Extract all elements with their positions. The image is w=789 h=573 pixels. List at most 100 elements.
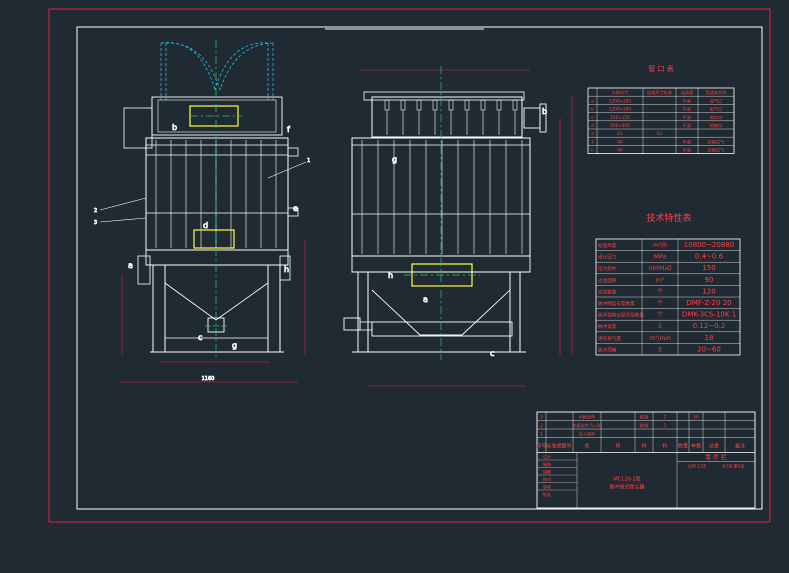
front-hopper-cone xyxy=(164,282,269,321)
side-outlet-b xyxy=(523,107,541,129)
tech-table-param: 处理风量 xyxy=(598,242,617,249)
parts-header-cell: 数量 xyxy=(678,443,688,450)
tech-table-value: 10800~20880 xyxy=(684,241,734,249)
side-callout-a: a xyxy=(423,295,428,304)
sign-row-label: 设计 xyxy=(543,454,551,460)
parts-header-cell: 序号 xyxy=(536,443,546,450)
nozzle-table-cell: 用途或名称 xyxy=(706,89,727,96)
nozzle-table-cell: h xyxy=(591,148,594,153)
tech-table-value: 18 xyxy=(705,334,714,342)
tech-table-value: 90 xyxy=(705,276,714,284)
parts-row-cell: 50 xyxy=(693,415,699,420)
front-side-box xyxy=(123,107,153,149)
side-screw-conveyor xyxy=(371,321,513,337)
nozzle-table-cell: 500×400 xyxy=(610,123,630,128)
side-callout-b: b xyxy=(542,107,547,116)
front-pipe-e xyxy=(287,207,299,217)
side-callout-g: g xyxy=(392,155,397,164)
parts-header-cell: 总重 xyxy=(709,443,719,450)
front-callout-g: g xyxy=(232,341,237,350)
parts-row-cell: 1 xyxy=(540,432,543,437)
tech-table-value: DMK-3CS-10K 1 xyxy=(682,311,736,319)
nozzle-table-cell: d xyxy=(591,123,594,128)
tech-table-value: 0.4~0.6 xyxy=(695,253,724,261)
front-callout-d: d xyxy=(203,221,208,230)
side-valve xyxy=(480,99,486,111)
nozzle-table-cell: c xyxy=(591,115,594,120)
tech-table-value: 0.12~0.2 xyxy=(693,322,726,330)
side-callout-h: h xyxy=(388,271,393,280)
side-valve xyxy=(416,99,422,111)
nozzle-table-cell: e xyxy=(591,131,594,136)
side-hopper-top xyxy=(351,255,531,273)
parts-header-cell: 料 xyxy=(662,443,667,450)
front-access-door-d xyxy=(193,229,235,249)
tech-table-unit: m³/h xyxy=(653,242,667,249)
tech-table-value: 150 xyxy=(702,264,715,272)
parts-header-cell: 名 xyxy=(584,443,589,450)
sign-row-label: 校对 xyxy=(543,476,551,482)
parts-row-cell: 1 xyxy=(664,423,667,428)
front-callout-f: f xyxy=(287,125,290,134)
side-valve xyxy=(464,99,470,111)
compressed-air-duct-left xyxy=(160,42,221,100)
tech-table-value: 120 xyxy=(702,287,715,295)
sign-row-label: 审核 xyxy=(543,484,551,490)
tech-table-value: 20~60 xyxy=(697,345,721,353)
nozzle-table-cell: 卸灰口 xyxy=(710,114,723,121)
tech-table-param: 清灰耗气量 xyxy=(598,335,621,342)
nozzle-table-cell: 1200×300 xyxy=(609,98,631,103)
nozzle-table-cell: 公称尺寸 xyxy=(612,89,629,96)
tech-table-unit: 个 xyxy=(657,312,663,319)
side-top-cover xyxy=(371,96,523,138)
tech-table-unit: 个 xyxy=(657,288,663,295)
side-outlet-b-flange xyxy=(539,103,547,133)
tech-table-unit: m² xyxy=(656,277,665,284)
nozzle-table-cell: 150×150 xyxy=(610,115,630,120)
sheet-label: 共1张 第1张 xyxy=(722,463,744,469)
front-leader-label-2: 2 xyxy=(94,208,97,214)
tech-table-unit: mmH₂O xyxy=(648,265,672,272)
parts-header-cell: 标准或图号 xyxy=(546,443,571,450)
nozzle-table-cell: 压缩空气 xyxy=(708,138,726,145)
nozzle-table-cell: 平面 xyxy=(683,115,691,121)
nozzle-table-cell: 进气口 xyxy=(710,97,723,104)
parts-row-cell: 2 xyxy=(540,423,543,428)
nozzle-table-title: 管 口 表 xyxy=(648,64,673,73)
nozzle-table-cell: 压缩空气 xyxy=(708,147,726,154)
front-leader-label-3: 3 xyxy=(94,220,97,226)
nozzle-table-cell: G1 xyxy=(617,131,623,136)
side-valve xyxy=(448,99,454,111)
side-valve xyxy=(496,99,502,111)
parts-label: 零 件 栏 xyxy=(705,454,727,462)
nozzle-table-cell: 平面 xyxy=(683,139,691,145)
front-callout-h: h xyxy=(284,265,289,274)
parts-row-cell: 花板部件 δ=50 xyxy=(572,422,602,429)
parts-row-cell: 3 xyxy=(540,415,543,420)
tech-table-param: 滤袋数量 xyxy=(598,288,617,295)
parts-header-cell: 称 xyxy=(615,443,620,450)
front-callout-c: c xyxy=(198,333,202,342)
nozzle-table-cell: 检修口 xyxy=(710,122,723,129)
nozzle-table-cell: G1 xyxy=(657,131,663,136)
nozzle-table-cell: 连接面 xyxy=(681,89,694,96)
tech-table-unit: 个 xyxy=(657,300,663,307)
nozzle-table-cell: 出气口 xyxy=(710,106,723,113)
nozzle-table-cell: a xyxy=(591,98,594,103)
front-leader-1 xyxy=(267,161,307,179)
front-leader-3 xyxy=(99,217,147,223)
tech-table-param: 过滤面积 xyxy=(598,277,617,284)
inner-frame xyxy=(76,26,763,510)
parts-row-cell: 碳钢 xyxy=(640,422,648,429)
side-rain-cover xyxy=(363,91,525,101)
front-dim-label: 1160 xyxy=(202,376,215,382)
front-callout-a: a xyxy=(128,261,133,270)
side-valve xyxy=(512,99,518,111)
parts-header-cell: 单重 xyxy=(691,443,701,450)
parts-row-cell: 灰斗部件 xyxy=(579,431,596,438)
side-callout-c: c xyxy=(490,349,494,358)
